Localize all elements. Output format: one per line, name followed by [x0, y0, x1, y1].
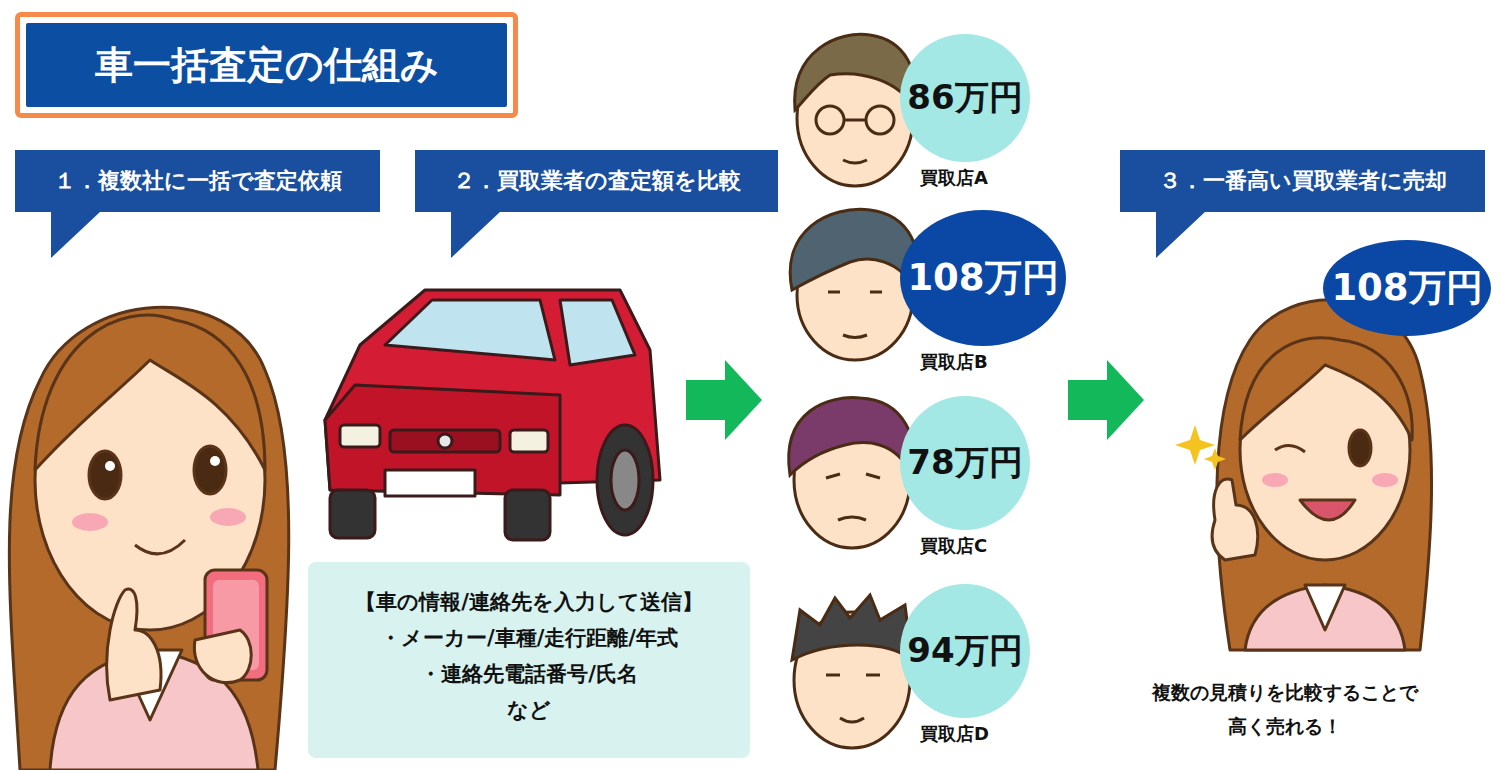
price-text: 108万円	[907, 253, 1058, 303]
shop-name: 買取店D	[920, 722, 1030, 746]
price-disc: 78万円	[900, 396, 1030, 530]
price-text: 78万円	[907, 440, 1022, 486]
sparkle	[1175, 425, 1226, 470]
car	[325, 290, 660, 540]
bubble-tail	[1156, 211, 1216, 261]
step-bubble: ３．一番高い買取業者に売却	[1120, 150, 1485, 212]
woman-right	[1212, 300, 1432, 650]
price-text: 94万円	[907, 628, 1022, 674]
step-bubble: １．複数社に一括で査定依頼	[15, 150, 380, 212]
price-disc: 94万円	[900, 584, 1030, 718]
step-bubble: ２．買取業者の査定額を比較	[415, 150, 778, 212]
step-text: １．複数社に一括で査定依頼	[54, 166, 342, 196]
info-line: など	[318, 692, 740, 728]
price-circle: 108万円買取店B	[900, 210, 1066, 374]
info-heading: 【車の情報/連絡先を入力して送信】	[318, 584, 740, 620]
shop-name: 買取店C	[920, 534, 1030, 558]
price-circle: 108万円	[1323, 240, 1491, 336]
shop-name: 買取店A	[920, 166, 1030, 190]
price-circle: 78万円買取店C	[900, 396, 1030, 558]
note-text: 複数の見積りを比較することで高く売れる！	[1075, 676, 1495, 744]
note-line: 高く売れる！	[1075, 710, 1495, 744]
price-text: 86万円	[907, 75, 1022, 121]
info-line: ・メーカー/車種/走行距離/年式	[318, 620, 740, 656]
flow-arrow	[686, 360, 762, 440]
price-text: 108万円	[1331, 263, 1482, 313]
bubble-tail	[451, 211, 511, 261]
info-line: ・連絡先電話番号/氏名	[318, 656, 740, 692]
shop-name: 買取店B	[920, 350, 1066, 374]
price-circle: 94万円買取店D	[900, 584, 1030, 746]
bubble-tail	[51, 211, 111, 261]
woman-left	[9, 307, 288, 770]
price-disc: 108万円	[900, 210, 1066, 346]
title-text: 車一括査定の仕組み	[95, 40, 439, 91]
title-fill: 車一括査定の仕組み	[26, 23, 507, 107]
price-disc: 108万円	[1323, 240, 1491, 336]
step-text: ２．買取業者の査定額を比較	[453, 166, 741, 196]
note-line: 複数の見積りを比較することで	[1075, 676, 1495, 710]
info-box: 【車の情報/連絡先を入力して送信】・メーカー/車種/走行距離/年式・連絡先電話番…	[308, 562, 750, 758]
title-box: 車一括査定の仕組み	[15, 12, 518, 118]
flow-arrow	[1068, 360, 1144, 440]
shop-faces	[789, 34, 918, 748]
price-circle: 86万円買取店A	[900, 34, 1030, 190]
step-text: ３．一番高い買取業者に売却	[1159, 166, 1447, 196]
price-disc: 86万円	[900, 34, 1030, 162]
